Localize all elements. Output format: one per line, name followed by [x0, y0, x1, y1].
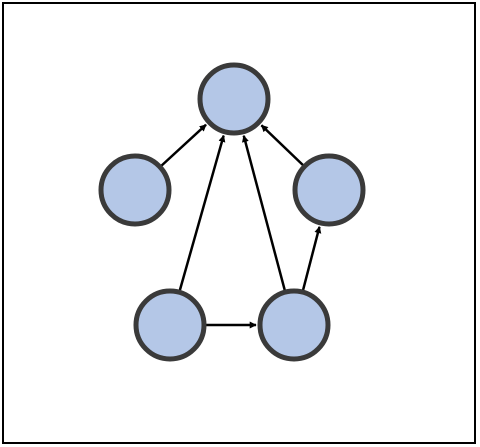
edge-left-to-top [160, 123, 207, 167]
node-bottom-left [133, 288, 207, 362]
edge-bottom-left-to-top [178, 134, 226, 291]
nodes-layer [98, 62, 366, 362]
node-top [197, 62, 271, 136]
edge-bottom-right-to-top [241, 135, 286, 291]
node-right [292, 153, 366, 227]
node-bottom-right [257, 288, 331, 362]
node-left [98, 153, 172, 227]
edge-right-to-top [260, 124, 304, 167]
edge-bottom-right-to-right [301, 226, 322, 291]
edges-layer [160, 123, 322, 329]
